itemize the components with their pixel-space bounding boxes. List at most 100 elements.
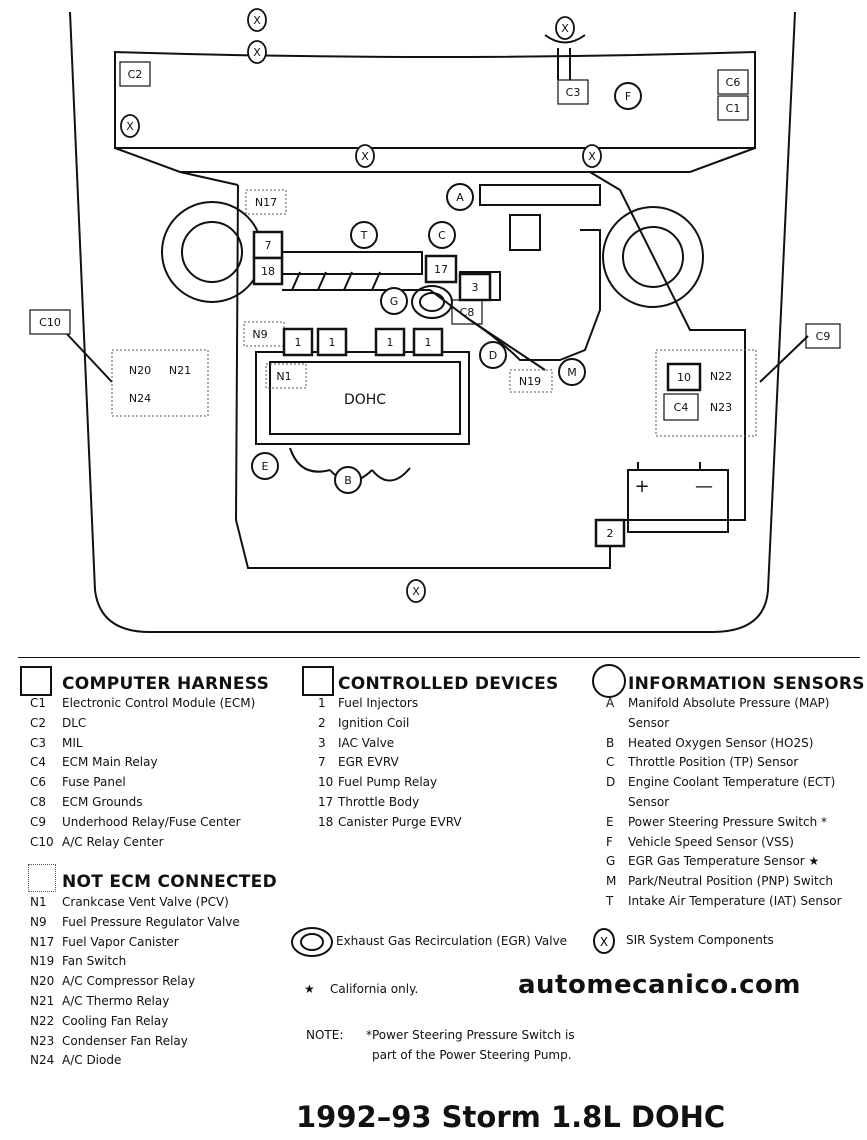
legend-item-code: 7 — [318, 755, 326, 770]
legend-item-text: Ignition Coil — [338, 715, 410, 730]
legend-item-text: EGR EVRV — [338, 755, 399, 770]
legend-item-text: MIL — [62, 735, 83, 750]
legend-item-code: C4 — [30, 755, 47, 770]
legend-item: F Vehicle Speed Sensor (VSS) — [606, 833, 842, 853]
legend-item-text: Sensor — [628, 794, 670, 809]
legend-item-text: Fuel Pressure Regulator Valve — [62, 914, 240, 929]
c8-label: C8 — [460, 306, 475, 319]
legend-item-code: N1 — [30, 895, 47, 909]
legend-item-code — [606, 714, 628, 734]
legend-item-text: Underhood Relay/Fuse Center — [62, 814, 241, 829]
device-1-label: 1 — [329, 336, 336, 349]
legend-item-code: C2 — [30, 715, 47, 730]
legend-item-text: Fuel Pump Relay — [338, 775, 438, 790]
sensor-t-label: T — [360, 229, 368, 242]
legend-item-text: Intake Air Temperature (IAT) Sensor — [628, 893, 842, 908]
legend-item-text: Sensor — [628, 715, 670, 730]
legend-item-text: A/C Compressor Relay — [62, 974, 196, 989]
legend-item-text: Engine Coolant Temperature (ECT) — [628, 775, 836, 790]
sensor-m-label: M — [567, 366, 577, 379]
information-sensors-title: INFORMATION SENSORS — [628, 674, 865, 694]
legend-item-code: A — [606, 696, 615, 710]
legend-item-text: Fuse Panel — [62, 775, 126, 790]
legend-item-code: C10 — [30, 834, 54, 849]
legend-item-code: 17 — [318, 794, 334, 809]
legend-item-code: N17 — [30, 934, 55, 949]
legend-item: C10 A/C Relay Center — [30, 833, 255, 853]
legend-item: C8 ECM Grounds — [30, 793, 255, 813]
information-sensors-icon — [592, 664, 626, 698]
legend-item-text: Vehicle Speed Sensor (VSS) — [628, 834, 794, 849]
sensor-b-label: B — [344, 474, 352, 487]
legend-item-code: M — [606, 874, 617, 889]
dohc-label: DOHC — [344, 392, 386, 408]
n21-label: N21 — [169, 364, 191, 377]
n22-label: N22 — [710, 370, 732, 383]
legend-item-text: Heated Oxygen Sensor (HO2S) — [628, 735, 814, 750]
legend-item: N24 A/C Diode — [30, 1051, 240, 1071]
legend-item-text: IAC Valve — [338, 735, 395, 750]
legend-item-text: ECM Grounds — [62, 794, 143, 809]
sensor-e-label: E — [262, 460, 269, 473]
c3-label: C3 — [566, 86, 581, 99]
legend-item-code: N24 — [30, 1053, 55, 1068]
legend-item-code — [606, 793, 628, 813]
sensor-g-label: G — [390, 295, 399, 308]
computer-harness-title: COMPUTER HARNESS — [62, 674, 270, 694]
device-7-label: 7 — [265, 239, 272, 252]
engine-compartment-diagram: DOHC X X X X X X X C2 C3 C6 C1 C8 C4 C10… — [29, 8, 841, 633]
legend-item-text: Cooling Fan Relay — [62, 1013, 169, 1028]
legend-item: Sensor — [606, 793, 842, 813]
legend-item-code: C1 — [30, 696, 47, 710]
c10-label: C10 — [39, 316, 61, 329]
legend-item-code: N19 — [30, 954, 55, 969]
n23-label: N23 — [710, 401, 732, 414]
legend-item-text: A/C Relay Center — [62, 834, 164, 849]
n17-label: N17 — [255, 196, 277, 209]
sensor-a-label: A — [456, 191, 464, 204]
legend-item-code: C — [606, 755, 615, 770]
california-note: California only. — [330, 982, 419, 996]
legend-item-code: E — [606, 814, 614, 829]
svg-text:X: X — [600, 935, 608, 949]
legend-item: 7 EGR EVRV — [318, 753, 462, 773]
battery-plus: + — [634, 476, 649, 497]
page-title: 1992–93 Storm 1.8L DOHC — [296, 1100, 726, 1134]
n24-label: N24 — [129, 392, 151, 405]
legend-item-text: Power Steering Pressure Switch * — [628, 814, 828, 829]
note-line-2: part of the Power Steering Pump. — [372, 1048, 572, 1062]
c9-label: C9 — [816, 330, 831, 343]
legend-item-code: F — [606, 834, 613, 849]
not-ecm-connected-title: NOT ECM CONNECTED — [62, 872, 278, 892]
device-2-label: 2 — [607, 527, 614, 540]
c2-label: C2 — [128, 68, 143, 81]
legend-item-code: C8 — [30, 794, 47, 809]
sir-x-icon: X — [593, 928, 615, 954]
legend-item-text: Condenser Fan Relay — [62, 1033, 188, 1048]
legend-item-text: A/C Diode — [62, 1053, 122, 1068]
watermark: automecanico.com — [518, 970, 801, 1000]
sir-mark: X — [361, 150, 369, 163]
sensor-c-label: C — [438, 229, 446, 242]
legend-item-code: 18 — [318, 814, 334, 829]
controlled-devices-title: CONTROLLED DEVICES — [338, 674, 559, 694]
legend-item-text: DLC — [62, 715, 87, 730]
legend-item: E Power Steering Pressure Switch * — [606, 813, 842, 833]
